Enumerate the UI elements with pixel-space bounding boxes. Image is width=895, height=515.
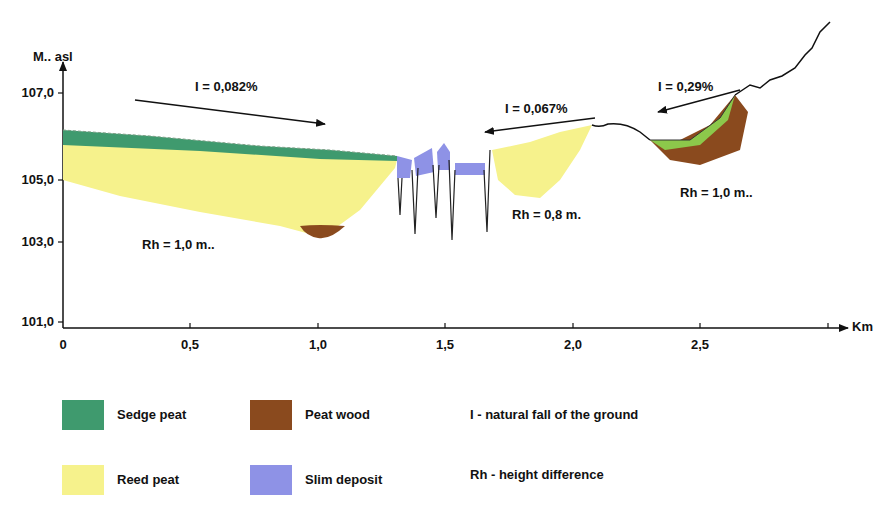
height-label: Rh = 1,0 m.. (680, 186, 753, 201)
axis-tick: 1,5 (436, 338, 454, 353)
height-label: Rh = 1,0 m.. (142, 238, 215, 253)
axis-tick: 103,0 (21, 235, 54, 250)
slope-label: I = 0,082% (195, 80, 258, 95)
axis-tick: 107,0 (21, 86, 54, 101)
legend-swatch (250, 465, 292, 495)
axis-tick: 1,0 (309, 338, 327, 353)
axis-tick: 0,5 (181, 338, 199, 353)
legend-swatch (62, 465, 104, 495)
legend-note: Rh - height difference (470, 468, 604, 483)
axis-tick: 2,0 (564, 338, 582, 353)
slope-label: I = 0,067% (505, 102, 568, 117)
legend-note: I - natural fall of the ground (470, 408, 638, 423)
slope-label: I = 0,29% (658, 80, 713, 95)
axis-tick: 0 (59, 338, 66, 353)
axis-tick: 2,5 (691, 338, 709, 353)
legend-swatch (62, 400, 104, 430)
legend-text: Slim deposit (305, 473, 382, 488)
legend-swatch (250, 400, 292, 430)
legend-text: Reed peat (117, 473, 179, 488)
axis-tick: 101,0 (21, 315, 54, 330)
axis-unit: Km (852, 320, 873, 335)
legend-text: Peat wood (305, 408, 370, 423)
legend-text: Sedge peat (117, 408, 186, 423)
axis-unit: M.. asl (33, 50, 73, 65)
axis-tick: 105,0 (21, 173, 54, 188)
height-label: Rh = 0,8 m. (512, 208, 581, 223)
